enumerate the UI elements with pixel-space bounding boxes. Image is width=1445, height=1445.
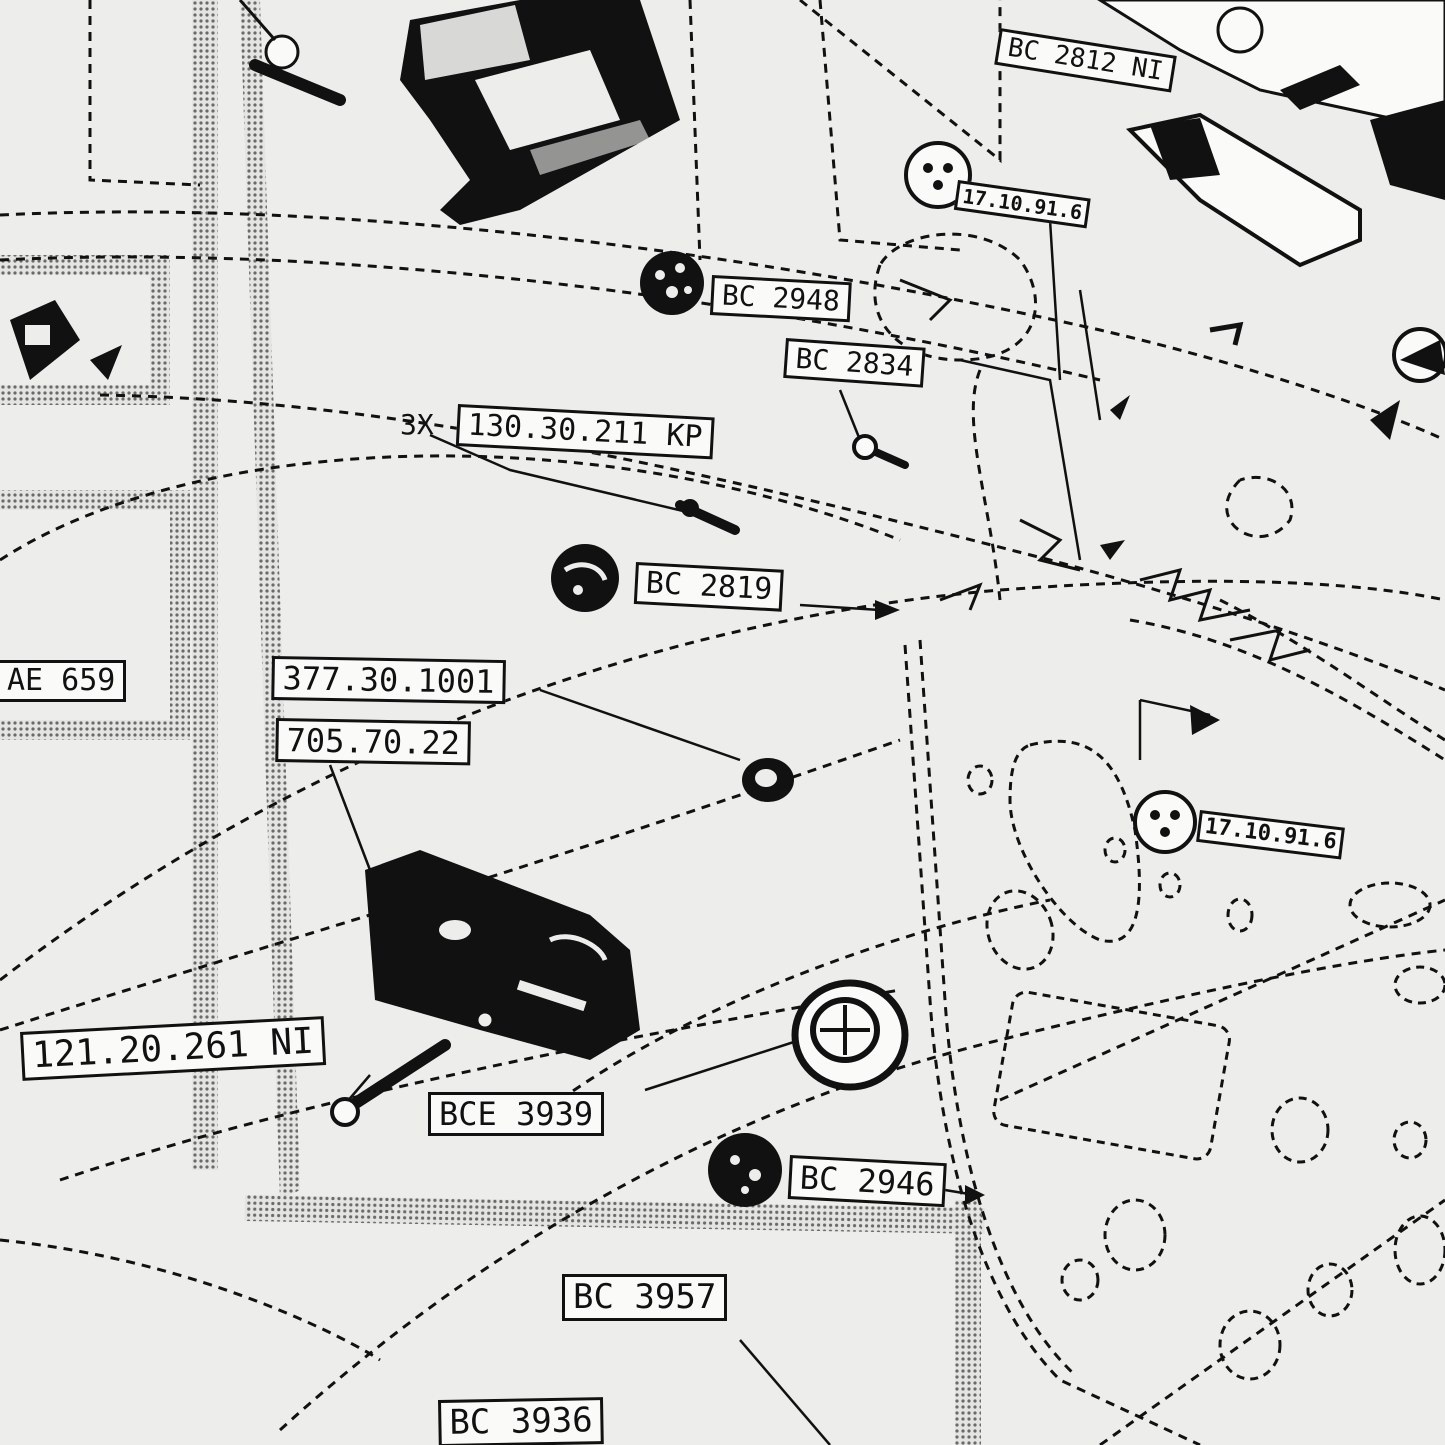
switch-body-part xyxy=(365,850,640,1060)
ring-part xyxy=(791,979,909,1091)
leader-lines xyxy=(328,219,1211,1445)
small-screw-parts xyxy=(675,434,909,535)
lamp-socket-part xyxy=(742,758,794,802)
top-right-assembly xyxy=(1097,0,1445,440)
halftone-frame xyxy=(0,0,985,1445)
label-bce-3939: BCE 3939 xyxy=(428,1092,605,1137)
three-hole-disc-parts xyxy=(904,141,1445,854)
label-bc-3936: BC 3936 xyxy=(438,1397,605,1445)
label-ae-659: AE 659 xyxy=(0,660,127,702)
junction-scribbles xyxy=(899,278,1311,663)
knob-parts xyxy=(551,251,782,1207)
label-bc-2946: BC 2946 xyxy=(787,1155,947,1208)
label-bc-3957: BC 3957 xyxy=(562,1274,728,1321)
label-705-70-22: 705.70.22 xyxy=(275,718,472,766)
parts-illustrations xyxy=(10,0,1445,1381)
screw-part xyxy=(330,1039,451,1127)
label-quantity-3x: 3X xyxy=(400,408,434,441)
plate-cutouts xyxy=(966,739,1445,1381)
flow-arrows xyxy=(90,345,1220,1205)
label-bc-2948: BC 2948 xyxy=(709,275,852,322)
label-bc-2819: BC 2819 xyxy=(633,562,785,612)
label-377-30-1001: 377.30.1001 xyxy=(271,656,506,705)
left-small-part xyxy=(10,300,80,380)
pin-part xyxy=(238,0,346,106)
bracket-part xyxy=(400,0,680,225)
